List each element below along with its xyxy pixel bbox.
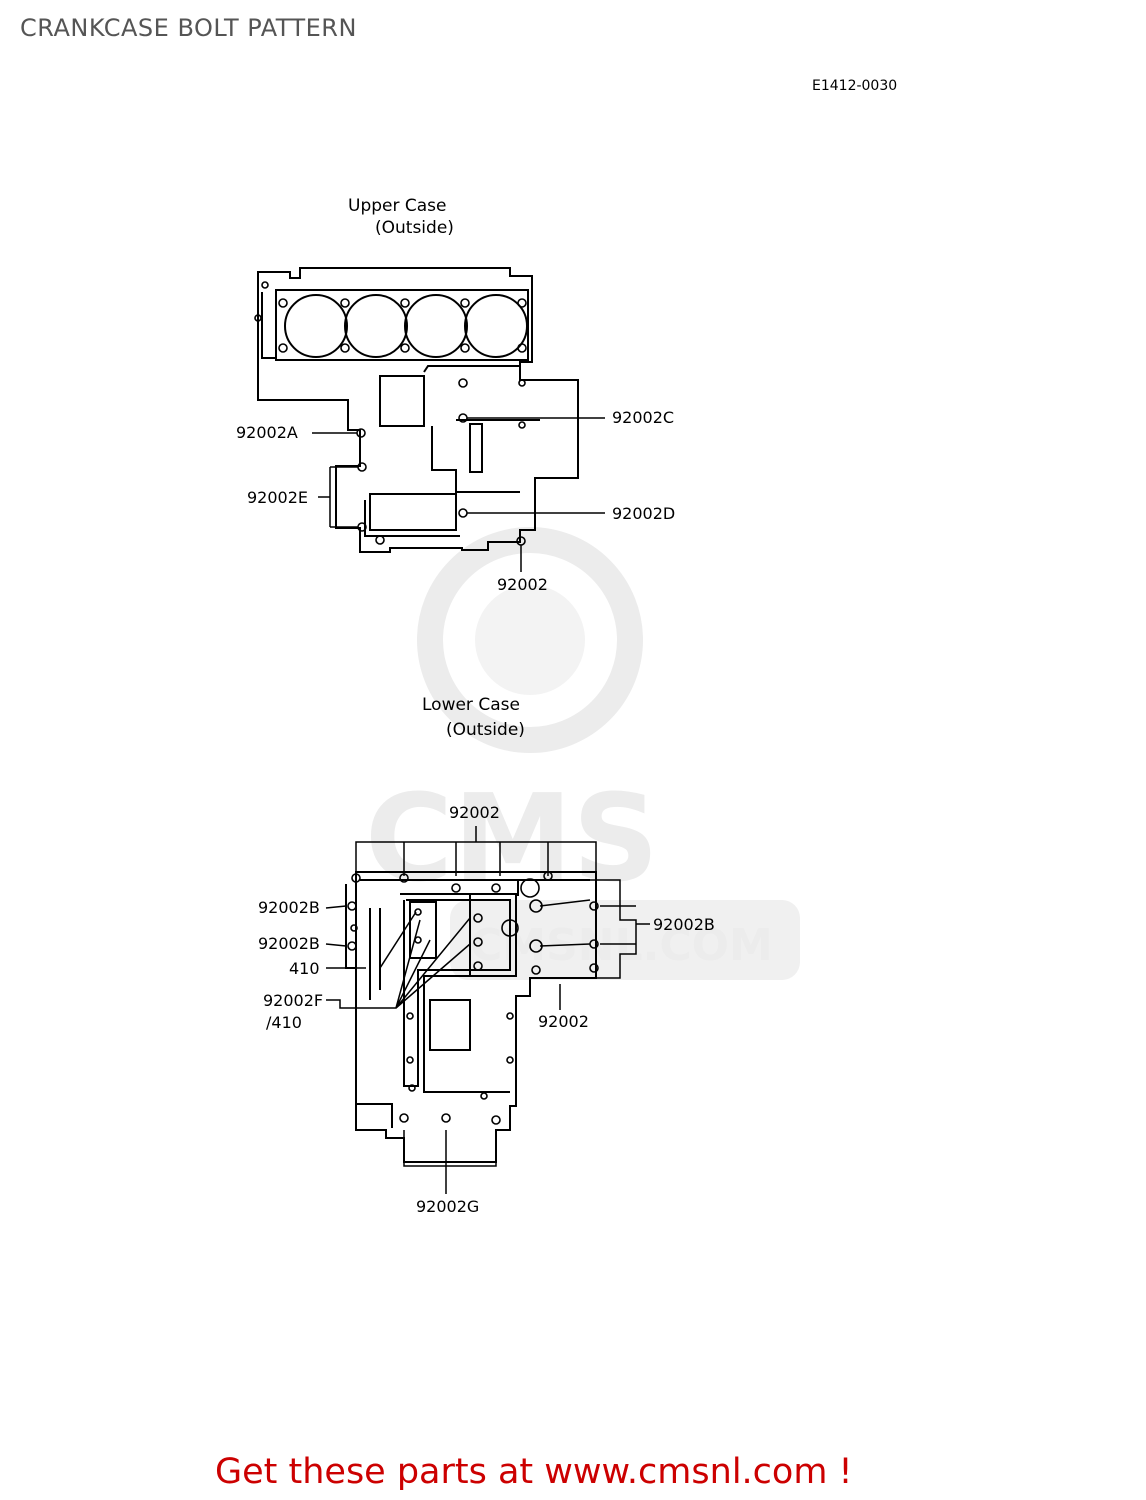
lower-case-subheading: (Outside)	[446, 720, 525, 740]
label-92002-upper: 92002	[497, 575, 548, 594]
upper-case-heading: Upper Case	[348, 196, 446, 216]
label-410-suffix: /410	[266, 1013, 302, 1032]
footer-link[interactable]: Get these parts at www.cmsnl.com !	[215, 1452, 853, 1492]
watermark-url: CMSNL.COM	[470, 920, 773, 971]
label-92002f: 92002F	[263, 991, 323, 1010]
upper-case-subheading: (Outside)	[375, 218, 454, 238]
label-92002b-left-1: 92002B	[258, 898, 320, 917]
label-92002g: 92002G	[416, 1197, 479, 1216]
label-92002c: 92002C	[612, 408, 674, 427]
watermark-text: CMS	[365, 770, 659, 909]
watermark-logo: CMS CMSNL.COM	[365, 527, 800, 980]
label-92002d: 92002D	[612, 504, 675, 523]
upper-case-drawing: Upper Case (Outside)	[236, 196, 675, 594]
reference-code: E1412-0030	[812, 78, 898, 94]
label-92002-top: 92002	[449, 803, 500, 822]
label-92002e: 92002E	[247, 488, 308, 507]
lower-case-heading: Lower Case	[422, 695, 520, 715]
lower-case-drawing: Lower Case (Outside)	[258, 695, 715, 1216]
label-92002-right: 92002	[538, 1012, 589, 1031]
label-92002a: 92002A	[236, 423, 298, 442]
label-410: 410	[289, 959, 320, 978]
label-92002b-left-2: 92002B	[258, 934, 320, 953]
page-title: CRANKCASE BOLT PATTERN	[20, 14, 357, 42]
label-92002b-right: 92002B	[653, 915, 715, 934]
